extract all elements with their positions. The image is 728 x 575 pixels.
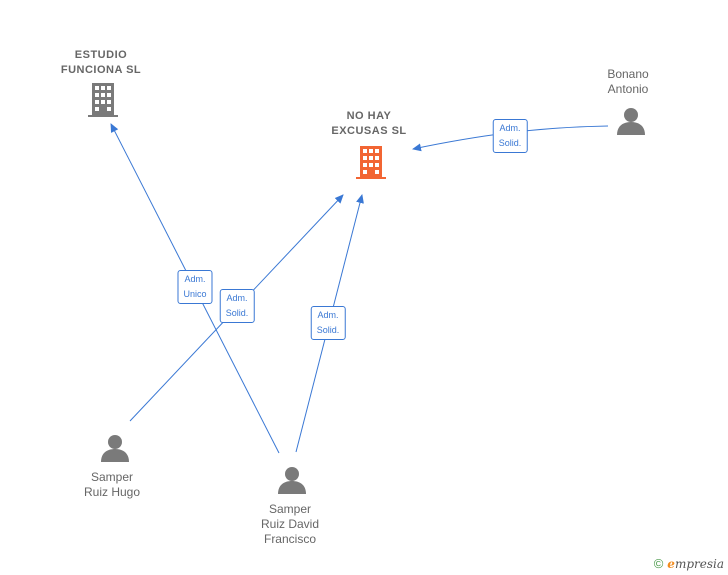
edge-label-line: Solid. <box>498 138 522 148</box>
edge-label-samper-david-to-nohay[interactable]: Adm. Solid. <box>310 306 346 340</box>
node-label-line: NO HAY <box>346 110 392 122</box>
node-label-line: Antonio <box>607 82 649 96</box>
node-label-line: Ruiz Hugo <box>83 485 141 499</box>
copyright-icon: © <box>653 556 664 571</box>
edge-label-line: Adm. <box>499 123 521 133</box>
node-no-hay-excusas[interactable]: NO HAY EXCUSAS SL <box>331 109 406 139</box>
edge-label-line: Adm. <box>317 310 339 320</box>
brand-logo-initial: e <box>667 556 675 571</box>
node-label-line: Samper <box>268 502 312 516</box>
edge-label-samper-david-to-estudio[interactable]: Adm. Unico <box>177 270 213 304</box>
edge-label-line: Unico <box>183 289 207 299</box>
node-label-line: Ruiz David <box>260 517 320 531</box>
building-icon-focus <box>356 146 386 179</box>
edge-label-bonano-to-nohay[interactable]: Adm. Solid. <box>492 119 528 153</box>
person-icon <box>617 108 645 135</box>
node-bonano-antonio[interactable]: Bonano Antonio <box>607 67 648 97</box>
node-label-line: Samper <box>90 470 134 484</box>
brand-logo-rest: mpresia <box>674 556 724 571</box>
node-label-line: ESTUDIO <box>74 49 128 61</box>
edge-label-line: Adm. <box>226 293 248 303</box>
edge-label-line: Adm. <box>184 274 206 284</box>
person-icon <box>278 467 306 494</box>
node-label-line: Francisco <box>263 532 316 546</box>
footer-brand: © empresia <box>654 556 724 571</box>
brand-logo: empresia <box>667 557 724 571</box>
node-label-line: FUNCIONA SL <box>60 64 142 76</box>
edge-label-samper-hugo-to-nohay[interactable]: Adm. Solid. <box>219 289 255 323</box>
node-estudio-funciona[interactable]: ESTUDIO FUNCIONA SL <box>61 48 141 78</box>
edge-label-line: Solid. <box>225 308 249 318</box>
node-samper-hugo[interactable]: Samper Ruiz Hugo <box>84 470 140 500</box>
person-icon <box>101 435 129 462</box>
node-label-line: EXCUSAS SL <box>331 125 407 137</box>
node-label-line: Bonano <box>607 67 649 81</box>
node-samper-david[interactable]: Samper Ruiz David Francisco <box>261 502 319 547</box>
edge-label-line: Solid. <box>316 325 340 335</box>
building-icon <box>88 83 118 117</box>
